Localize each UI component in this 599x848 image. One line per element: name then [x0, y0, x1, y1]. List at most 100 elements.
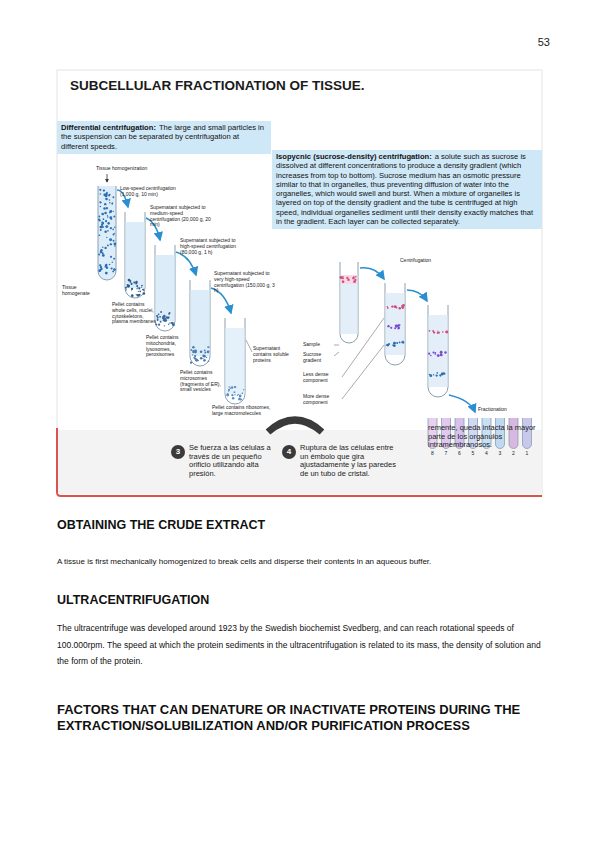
particle-dot: [237, 394, 239, 396]
particle-dot: [137, 294, 140, 297]
particle-dot: [111, 267, 113, 269]
particle-dot: [430, 355, 432, 357]
particle-dot: [160, 321, 162, 323]
particle-dot: [138, 291, 139, 292]
particle-dot: [109, 202, 111, 204]
particle-dot: [169, 312, 171, 314]
particle-dot: [231, 394, 233, 396]
particle-dot: [105, 198, 108, 201]
particle-dot: [442, 331, 444, 333]
particle-dot: [192, 346, 195, 349]
figure-label: Pellet contains mitochondria, lysosomes,…: [146, 335, 188, 358]
particle-dot: [139, 290, 141, 292]
particle-dot: [231, 386, 233, 388]
particle-dot: [438, 332, 440, 334]
particle-dot: [110, 256, 112, 258]
particle-dot: [208, 360, 210, 362]
particle-dot: [104, 231, 106, 233]
figure-label: More dense component: [303, 394, 341, 406]
particle-dot: [104, 212, 107, 215]
particle-dot: [190, 349, 192, 351]
particle-dot: [101, 213, 104, 216]
particle-dot: [131, 288, 133, 290]
figure-label: Pellet contains microsomes (fragments of…: [180, 370, 226, 393]
particle-dot: [107, 222, 110, 225]
particle-dot: [432, 352, 434, 354]
particle-dot: [105, 193, 108, 196]
particle-dot: [104, 203, 106, 205]
particle-dot: [206, 357, 207, 358]
particle-dot: [141, 286, 142, 287]
particle-dot: [109, 216, 112, 219]
particle-dot: [340, 276, 343, 279]
figure-label: Supernatant contains soluble proteins: [253, 346, 297, 363]
particle-dot: [141, 285, 143, 287]
particle-dot: [234, 394, 235, 395]
particle-dot: [98, 219, 100, 221]
caption-text: Se fuerza a las células a través de un p…: [189, 444, 275, 479]
particle-dot: [354, 279, 356, 281]
figure-label: Pellet contains whole cells, nuclei, cyt…: [112, 302, 156, 325]
particle-dot: [437, 330, 438, 331]
particle-dot: [136, 294, 137, 295]
info-box: Isopycnic (sucrose-density) centrifugati…: [272, 150, 542, 229]
particle-dot: [200, 350, 203, 353]
particle-dot: [387, 307, 389, 309]
particle-dot: [444, 351, 446, 353]
caption-text: remente, queda intacta la mayor parte de…: [428, 424, 536, 450]
particle-dot: [202, 358, 203, 359]
particle-dot: [105, 226, 107, 228]
particle-dot: [243, 389, 244, 390]
particle-dot: [171, 322, 174, 325]
particle-dot: [200, 357, 202, 359]
particle-dot: [207, 350, 210, 353]
particle-dot: [135, 282, 137, 284]
particle-dot: [108, 195, 110, 197]
fraction-tube: [523, 418, 532, 449]
fraction-number: 3: [496, 451, 505, 457]
image-frame: [57, 70, 542, 496]
particle-dot: [433, 374, 434, 375]
particle-dot: [429, 374, 432, 377]
particle-dot: [113, 233, 115, 235]
figure-label: Tissue homogenate: [62, 285, 96, 297]
particle-dot: [103, 218, 105, 220]
particle-dot: [100, 268, 102, 270]
particle-dot: [131, 294, 134, 297]
gradient-tubes: [334, 262, 475, 412]
particle-dot: [432, 330, 434, 332]
particle-dot: [352, 277, 354, 279]
particle-dot: [157, 317, 158, 318]
particle-dot: [168, 313, 170, 315]
particle-dot: [437, 354, 440, 357]
fraction-number: 4: [482, 451, 491, 457]
particle-dot: [192, 351, 194, 353]
particle-dot: [158, 324, 160, 326]
particle-dot: [107, 244, 109, 246]
particle-dot: [436, 372, 438, 374]
particle-dot: [355, 276, 357, 278]
particle-dot: [99, 234, 101, 236]
particle-dot: [113, 216, 115, 218]
particle-dot: [103, 207, 106, 210]
particle-dot: [107, 230, 109, 232]
fraction-number: 1: [523, 451, 532, 457]
particle-dot: [142, 289, 144, 291]
particle-dot: [136, 288, 137, 289]
particle-dot: [105, 272, 108, 275]
figure-label: Sucrose gradient: [303, 352, 335, 364]
particle-dot: [102, 254, 105, 257]
particle-dot: [238, 397, 240, 399]
particle-dot: [433, 332, 434, 333]
particle-dot: [437, 332, 439, 334]
particle-dot: [143, 292, 146, 295]
particle-dot: [109, 199, 111, 201]
particle-dot: [110, 243, 112, 245]
particle-dot: [111, 203, 113, 205]
section-heading: OBTAINING THE CRUDE EXTRACT: [57, 518, 537, 533]
particle-dot: [226, 393, 229, 396]
particle-dot: [207, 346, 209, 348]
particle-dot: [388, 343, 390, 345]
particle-dot: [110, 227, 112, 229]
particle-dot: [105, 266, 107, 268]
